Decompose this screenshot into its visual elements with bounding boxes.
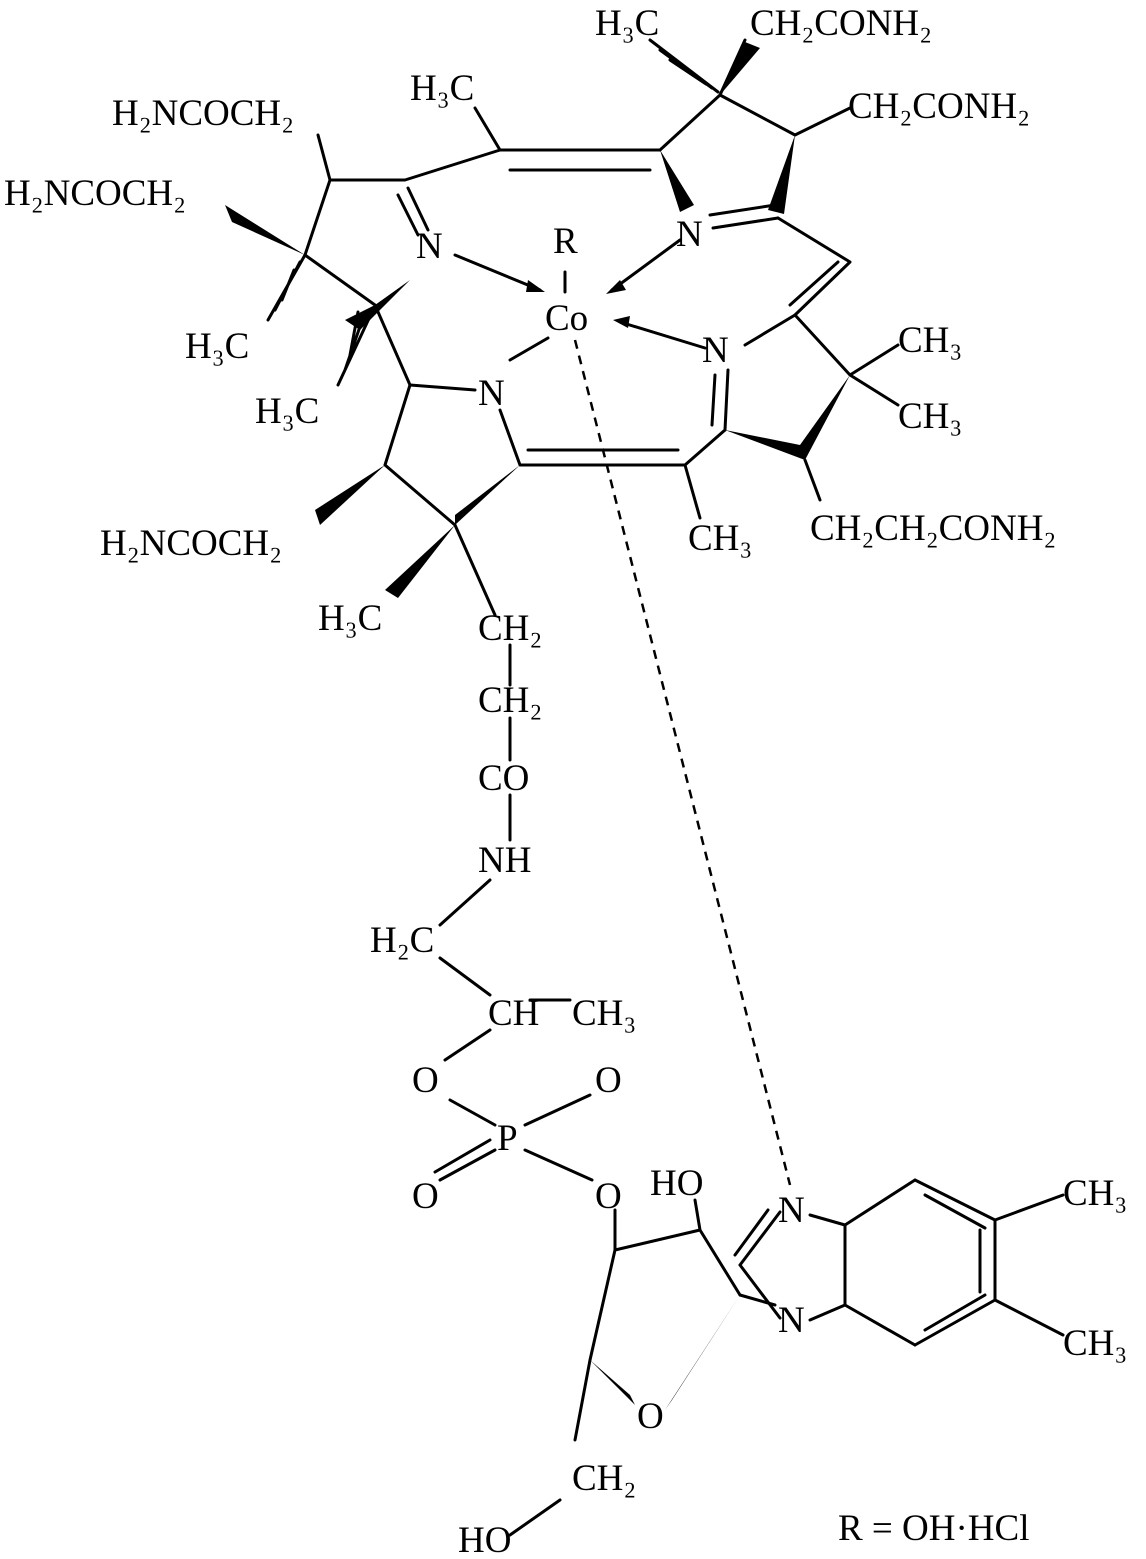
label-r-definition: R = OH·HCl	[838, 1508, 1030, 1549]
label-n-c: N	[702, 330, 729, 371]
label-n-bzim3: N	[778, 1300, 805, 1341]
label-r: R	[553, 221, 578, 262]
label-ch2-2: CH₂	[478, 680, 542, 721]
label-phosphorus: P	[497, 1118, 518, 1159]
label-n-bzim1: N	[778, 1190, 805, 1231]
label-ch2-1: CH₂	[478, 608, 542, 649]
label-h3c-d: H₃C	[255, 391, 319, 432]
label-nh: NH	[478, 840, 531, 881]
label-ch: CH	[488, 993, 539, 1034]
label-ch3-bridge: CH₃	[688, 518, 752, 559]
label-cobalt: Co	[545, 298, 588, 339]
label-h3c-bridge: H₃C	[410, 68, 474, 109]
label-ch2-ribose: CH₂	[572, 1458, 636, 1499]
label-ch3-bz1: CH₃	[1063, 1173, 1127, 1214]
label-top-h3c: H₃C	[595, 3, 659, 44]
label-ho-ribose: HO	[650, 1163, 703, 1204]
label-ch3-c2: CH₃	[898, 396, 962, 437]
bonds	[225, 38, 1065, 1537]
label-ch2ch2conh2: CH₂CH₂CONH₂	[810, 508, 1056, 549]
label-h2ncoch2-a2: H₂NCOCH₂	[4, 173, 186, 214]
label-o-p2: O	[595, 1060, 622, 1101]
label-o-p3: O	[412, 1176, 439, 1217]
label-h2c: H₂C	[370, 920, 434, 961]
label-co-amide: CO	[478, 758, 529, 799]
label-n-a: N	[416, 226, 443, 267]
label-o-p1: O	[412, 1060, 439, 1101]
label-h2ncoch2-a1: H₂NCOCH₂	[112, 93, 294, 134]
label-ch3-bz2: CH₃	[1063, 1323, 1127, 1364]
label-n-d: N	[478, 373, 505, 414]
label-ch2conh2-right: CH₂CONH₂	[848, 86, 1030, 127]
label-ho-end: HO	[458, 1520, 511, 1559]
label-o-ring: O	[637, 1396, 664, 1437]
label-top-ch2conh2: CH₂CONH₂	[750, 3, 932, 44]
atom-labels: H₃C CH₂CONH₂ H₃C CH₂CONH₂ H₂NCOCH₂ H₂NCO…	[4, 3, 1127, 1559]
label-h3c-a: H₃C	[185, 326, 249, 367]
label-ch3-iso: CH₃	[572, 993, 636, 1034]
label-ch3-c1: CH₃	[898, 320, 962, 361]
label-h3c-d2: H₃C	[318, 598, 382, 639]
label-n-b: N	[676, 214, 703, 255]
label-o-p4: O	[595, 1176, 622, 1217]
label-h2ncoch2-d: H₂NCOCH₂	[100, 523, 282, 564]
